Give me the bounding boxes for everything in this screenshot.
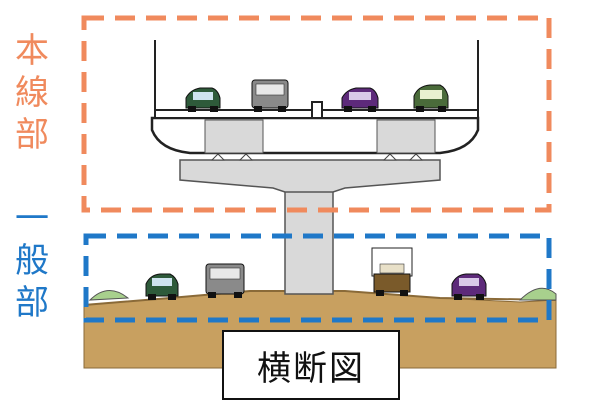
girder-box-right: [376, 119, 436, 154]
main-line-label: 本 線 部: [10, 30, 54, 156]
bearing: [382, 153, 398, 161]
diagram-caption: 横断図: [222, 330, 400, 400]
bus-elevated: [251, 79, 289, 112]
truck-ground: [371, 247, 413, 296]
median: [311, 101, 323, 119]
bearing: [210, 153, 226, 161]
local-road-label-char: 般: [15, 241, 49, 281]
car-elevated-1: [185, 87, 221, 112]
deck-left: [154, 109, 313, 119]
car-ground-1: [145, 273, 179, 300]
local-road-label-char: 一: [15, 199, 49, 239]
girder-box-left: [204, 119, 264, 154]
pier-cap: [179, 159, 441, 193]
local-road-region-frame: [83, 233, 552, 323]
car-ground-2: [451, 273, 487, 300]
main-line-label-char: 線: [15, 73, 49, 113]
main-line-region-frame: [81, 15, 552, 213]
local-road-label: 一 般 部: [10, 198, 54, 324]
car-elevated-3: [413, 84, 449, 112]
shrub-right: [518, 287, 557, 301]
bearing: [238, 153, 254, 161]
bearing: [408, 153, 424, 161]
main-line-label-char: 本: [15, 31, 49, 71]
local-road-label-char: 部: [15, 283, 49, 323]
bus-ground: [205, 263, 245, 298]
main-line-label-char: 部: [15, 115, 49, 155]
pier-column: [284, 189, 334, 295]
car-elevated-2: [341, 87, 379, 112]
shrub-left: [88, 290, 130, 301]
